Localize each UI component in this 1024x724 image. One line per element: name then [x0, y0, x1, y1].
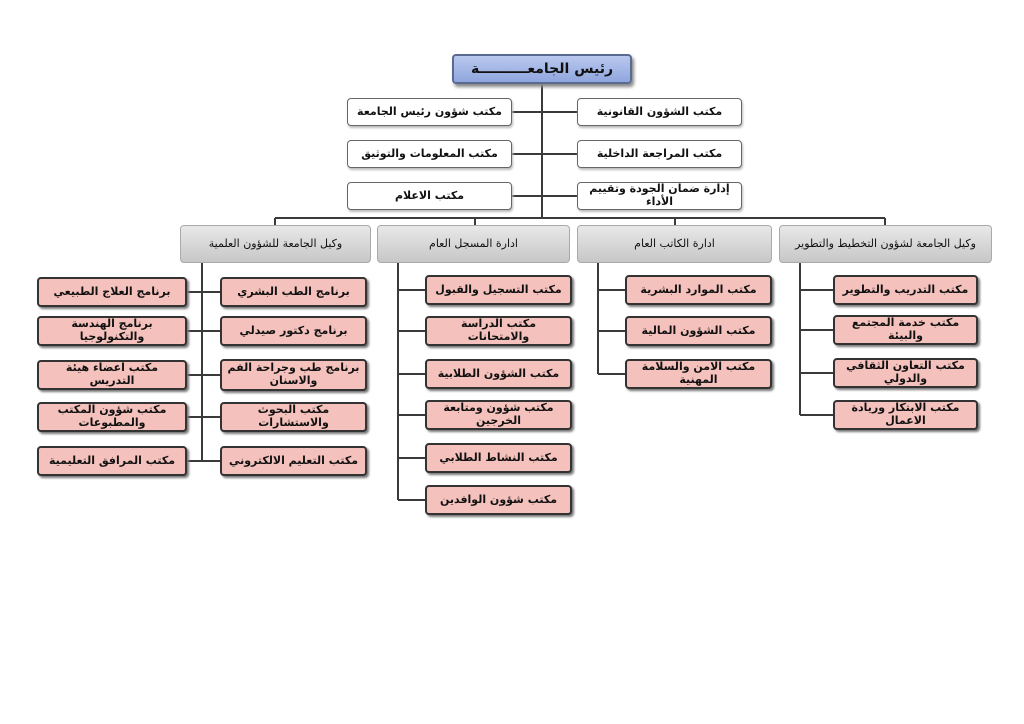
unit-dentistry: برنامج طب وجراحة الفم والاسنان: [220, 359, 367, 391]
unit-physiotherapy: برنامج العلاج الطبيعي: [37, 277, 187, 307]
unit-facilities: مكتب المرافق التعليمية: [37, 446, 187, 476]
unit-training-development: مكتب التدريب والتطوير: [833, 275, 978, 305]
unit-human-medicine: برنامج الطب البشري: [220, 277, 367, 307]
unit-security-safety: مكتب الامن والسلامة المهنية: [625, 359, 772, 389]
unit-financial-affairs: مكتب الشؤون المالية: [625, 316, 772, 346]
unit-community-service: مكتب خدمة المجتمع والبيئة: [833, 315, 978, 345]
unit-human-resources: مكتب الموارد البشرية: [625, 275, 772, 305]
legal-affairs-office: مكتب الشؤون القانونية: [577, 98, 742, 126]
unit-study-exams: مكتب الدراسة والامتحانات: [425, 316, 572, 346]
unit-graduates: مكتب شؤون ومتابعة الخرجين: [425, 400, 572, 430]
president-affairs-office: مكتب شؤون رئيس الجامعة: [347, 98, 512, 126]
unit-faculty-members: مكتب اعضاء هيئة التدريس: [37, 360, 187, 390]
unit-pharmd: برنامج دكتور صيدلي: [220, 316, 367, 346]
unit-student-activity: مكتب النشاط الطلابي: [425, 443, 572, 473]
unit-library: مكتب شؤون المكتب والمطبوعات: [37, 402, 187, 432]
vp-planning-box: وكيل الجامعة لشؤون التخطيط والتطوير: [779, 225, 992, 263]
unit-expatriates: مكتب شؤون الوافدين: [425, 485, 572, 515]
secretary-general-box: ادارة الكاتب العام: [577, 225, 772, 263]
unit-cultural-cooperation: مكتب التعاون الثقافي والدولي: [833, 358, 978, 388]
unit-research: مكتب البحوث والاستشارات: [220, 402, 367, 432]
unit-student-affairs: مكتب الشؤون الطلابية: [425, 359, 572, 389]
quality-assurance-office: إدارة ضمان الجودة وتقييم الأداء: [577, 182, 742, 210]
vp-academic-box: وكيل الجامعة للشؤون العلمية: [180, 225, 371, 263]
president-box: رئيس الجامعــــــــــة: [452, 54, 632, 84]
unit-innovation: مكتب الابتكار وريادة الاعمال: [833, 400, 978, 430]
unit-elearning: مكتب التعليم الالكتروني: [220, 446, 367, 476]
information-office: مكتب المعلومات والتوثيق: [347, 140, 512, 168]
registrar-box: ادارة المسجل العام: [377, 225, 570, 263]
media-office: مكتب الاعلام: [347, 182, 512, 210]
internal-audit-office: مكتب المراجعة الداخلية: [577, 140, 742, 168]
unit-engineering: برنامج الهندسة والتكنولوجيا: [37, 316, 187, 346]
unit-registration-admission: مكتب التسجيل والقبول: [425, 275, 572, 305]
